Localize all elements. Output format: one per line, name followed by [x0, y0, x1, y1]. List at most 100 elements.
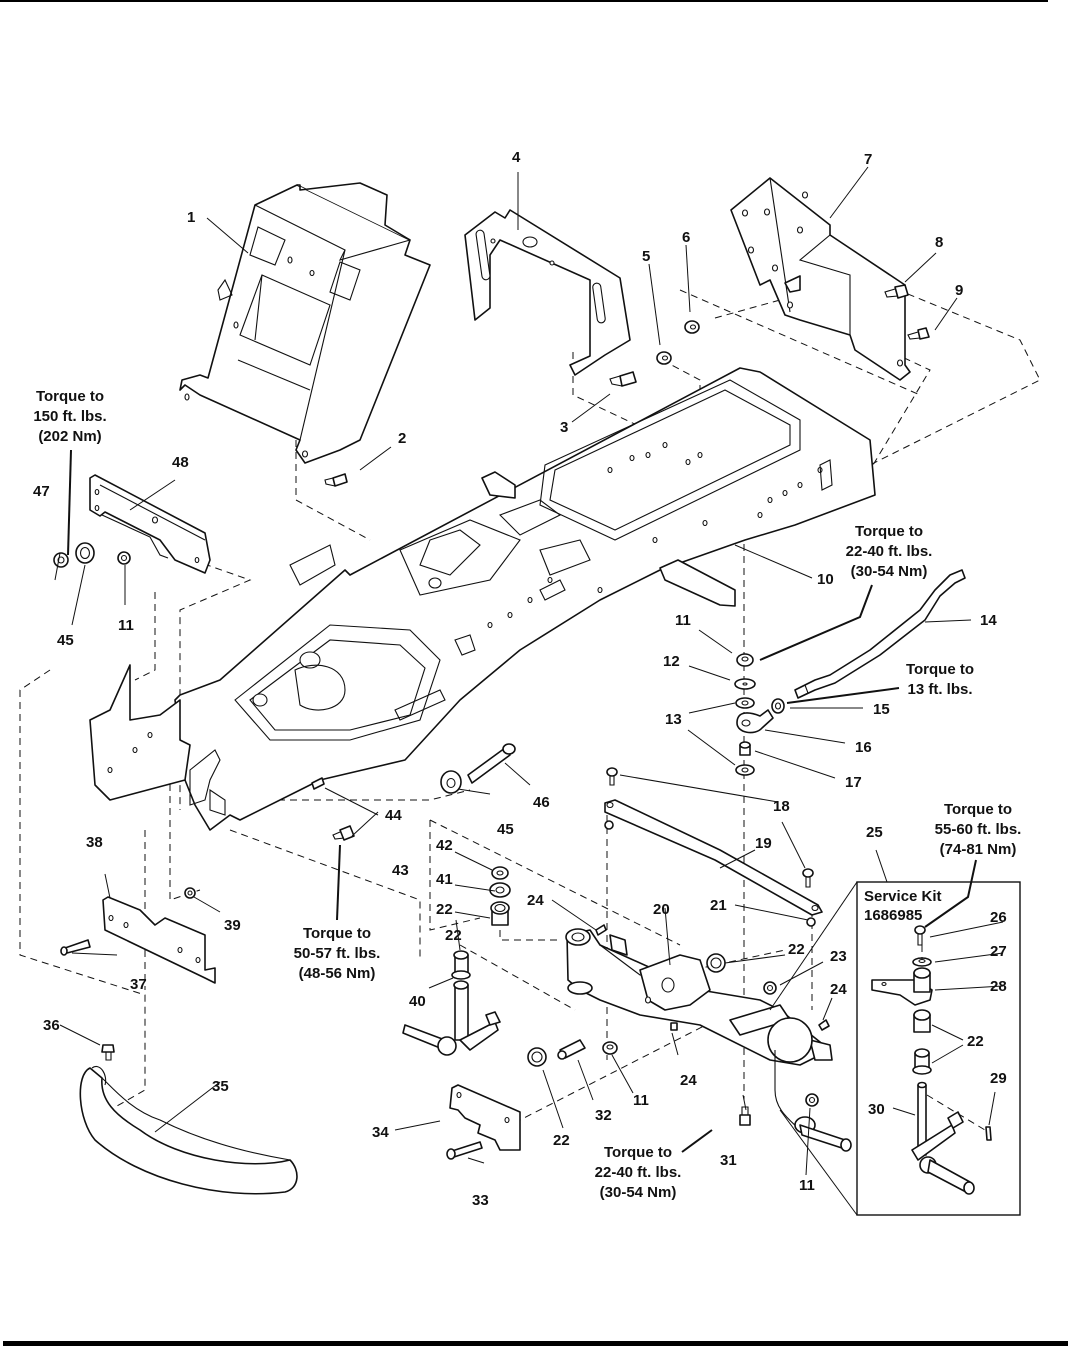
- part-13-washer-b: [735, 764, 755, 776]
- part-47-nut: [53, 552, 69, 568]
- torque-note-line: 22-40 ft. lbs.: [595, 1164, 682, 1181]
- callout-1: 1: [187, 209, 195, 226]
- part-22-bushing-d: [527, 1047, 547, 1067]
- callout-14: 14: [980, 612, 997, 629]
- callout-45: 45: [497, 821, 514, 838]
- callout-16: 16: [855, 739, 872, 756]
- part-19-tie-rod: [604, 799, 823, 916]
- torque-note-line: (30-54 Nm): [851, 563, 928, 580]
- callout-4: 4: [512, 149, 521, 166]
- callout-28: 28: [990, 978, 1007, 995]
- callout-17: 17: [845, 774, 862, 791]
- part-42-nut: [491, 866, 509, 880]
- callout-41: 41: [436, 871, 453, 888]
- callout-22-a: 22: [436, 901, 453, 918]
- callout-33: 33: [472, 1192, 489, 1209]
- service-kit-part-number: 1686985: [864, 907, 922, 924]
- callout-labels-secondary: 13: [663, 712, 680, 729]
- callout-29: 29: [990, 1070, 1007, 1087]
- callout-22-d: 22: [553, 1132, 570, 1149]
- part-22-bushing-b: [451, 950, 471, 980]
- callout-6: 6: [682, 229, 690, 246]
- callout-35: 35: [212, 1078, 229, 1095]
- callout-40: 40: [409, 993, 426, 1010]
- part-13-washer-a: [735, 697, 755, 709]
- part-7-rear-bracket: [730, 177, 911, 381]
- callout-11-droplink: 11: [675, 612, 691, 629]
- assembly-guide-lines: [19, 261, 1041, 1121]
- part-12-washer: [734, 678, 756, 690]
- part-44-fitting: [311, 777, 325, 790]
- callout-24-a: 24: [527, 892, 544, 909]
- callout-5: 5: [642, 248, 650, 265]
- part-14-drag-link: [794, 569, 966, 699]
- callout-20: 20: [653, 901, 670, 918]
- callout-21: 21: [710, 897, 727, 914]
- part-2-bolt: [324, 473, 348, 487]
- callout-34: 34: [372, 1124, 389, 1141]
- torque-leader-lines: [67, 449, 977, 1153]
- torque-note-50-57: Torque to 50-57 ft. lbs. (48-56 Nm): [294, 925, 381, 982]
- callout-7: 7: [864, 151, 872, 168]
- part-29-cotter-pin: [985, 1126, 992, 1141]
- part-1-dash-panel: [179, 182, 431, 464]
- callout-22-e: 22: [967, 1033, 984, 1050]
- callout-47: 47: [33, 483, 50, 500]
- part-5-nut: [656, 351, 672, 365]
- part-6-nut: [684, 320, 700, 334]
- part-11-nut-lower: [602, 1041, 618, 1055]
- callout-30: 30: [868, 1101, 885, 1118]
- top-rule: [0, 0, 1048, 2]
- part-39-nut: [184, 887, 196, 899]
- part-21-spacer: [806, 917, 816, 927]
- callout-11-right: 11: [799, 1177, 815, 1194]
- part-4-bracket: [464, 209, 631, 376]
- part-8-bolt: [884, 284, 909, 299]
- torque-note-55-60: Torque to 55-60 ft. lbs. (74-81 Nm): [935, 801, 1022, 858]
- torque-note-line: Torque to: [604, 1144, 672, 1161]
- torque-note-line: Torque to: [303, 925, 371, 942]
- callout-45-top: 45: [57, 632, 74, 649]
- part-41-washer: [489, 882, 511, 898]
- callout-26: 26: [990, 909, 1007, 926]
- part-22-bushing-c: [706, 953, 726, 973]
- part-43-bolt: [332, 825, 355, 841]
- part-45-washer: [440, 770, 462, 794]
- callout-labels: 1 2 3 4 5 6 7 8 9 10 11 11 11 11 12 13 1…: [33, 149, 1007, 1209]
- part-36-bolt: [101, 1044, 115, 1061]
- callout-22-c: 22: [788, 941, 805, 958]
- part-22-bushing-kit-a: [913, 1009, 931, 1033]
- callout-22-b: 22: [445, 927, 462, 944]
- part-17-spacer: [739, 741, 751, 756]
- torque-note-13: Torque to 13 ft. lbs.: [906, 661, 974, 698]
- part-27-washer: [912, 957, 932, 967]
- callout-13a: 13: [665, 711, 682, 728]
- bottom-rule: [3, 1341, 1068, 1346]
- part-37-bolt: [60, 939, 91, 956]
- part-24-grease-fitting-b: [670, 1022, 678, 1031]
- part-spacer-under-19: [604, 820, 614, 830]
- part-9-bolt: [907, 327, 930, 340]
- callout-10: 10: [817, 571, 834, 588]
- part-28-steering-arm: [871, 967, 933, 1006]
- part-31-bolt: [739, 1106, 751, 1126]
- callout-24-c: 24: [830, 981, 847, 998]
- callout-15: 15: [873, 701, 890, 718]
- torque-note-22-40-lower: Torque to 22-40 ft. lbs. (30-54 Nm): [595, 1144, 682, 1201]
- torque-note-line: 22-40 ft. lbs.: [846, 543, 933, 560]
- service-kit-label: Service Kit 1686985: [864, 888, 942, 924]
- torque-note-line: Torque to: [944, 801, 1012, 818]
- torque-note-line: 55-60 ft. lbs.: [935, 821, 1022, 838]
- part-23-nut: [763, 981, 777, 995]
- part-45-washer-top: [75, 542, 95, 564]
- callout-23: 23: [830, 948, 847, 965]
- callout-42: 42: [436, 837, 453, 854]
- part-11-nut-droplink: [736, 653, 754, 667]
- callout-36: 36: [43, 1017, 60, 1034]
- callout-11-top: 11: [118, 617, 134, 634]
- torque-note-22-40-upper: Torque to 22-40 ft. lbs. (30-54 Nm): [846, 523, 933, 580]
- torque-note-line: Torque to: [36, 388, 104, 405]
- callout-38: 38: [86, 834, 103, 851]
- callout-27: 27: [990, 943, 1007, 960]
